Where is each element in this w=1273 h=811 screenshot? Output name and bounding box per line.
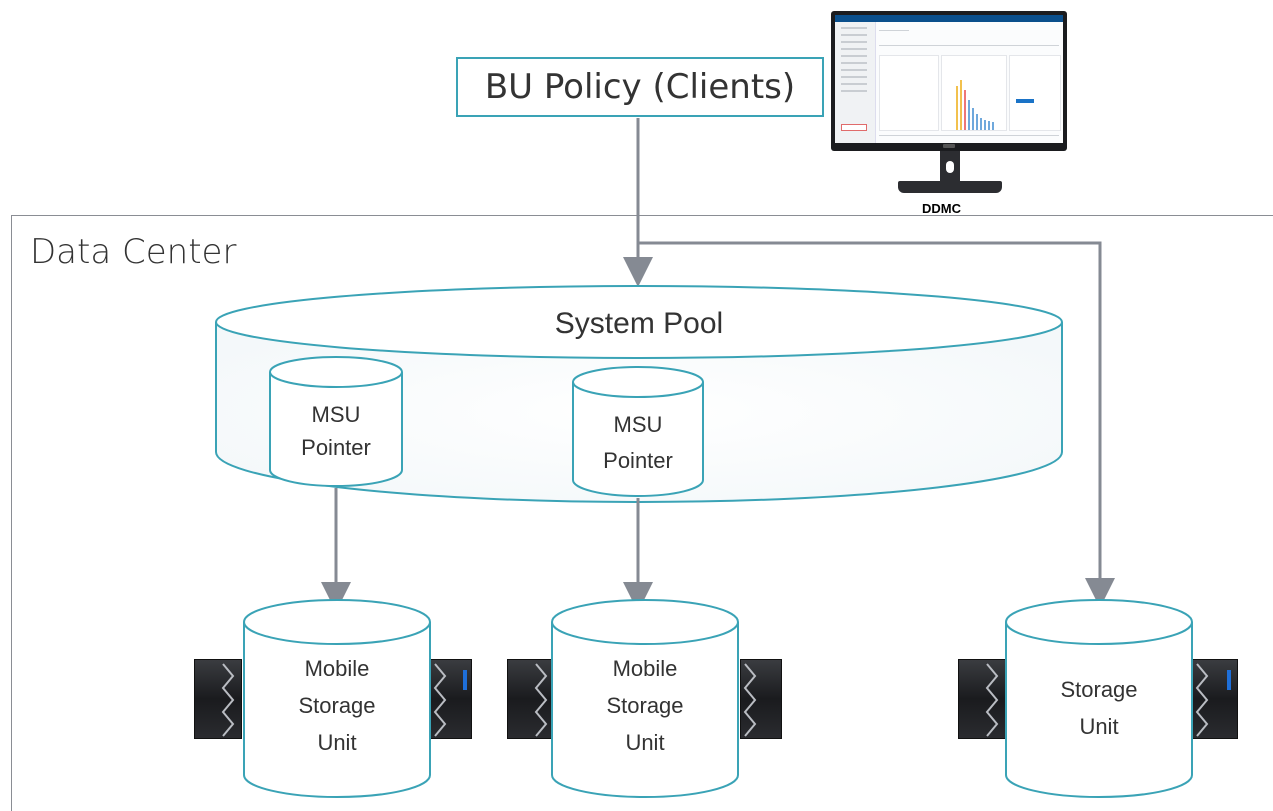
- ddmc-monitor: [831, 11, 1067, 151]
- msu-pointer-label-line1: MSU: [312, 402, 361, 427]
- msu-pointer-label-line2: Pointer: [301, 435, 371, 460]
- storage-unit-label-line2: Storage: [298, 693, 375, 718]
- bu-policy-label: BU Policy (Clients): [484, 67, 796, 107]
- ddmc-screen: [835, 15, 1063, 143]
- policy-to-storage-unit-arrow: [638, 241, 1115, 608]
- screen-panel-chart: [941, 55, 1007, 131]
- system-pool-label: System Pool: [555, 307, 723, 340]
- msu-pointer-cylinder: MSU Pointer: [572, 366, 704, 497]
- storage-unit-label-line3: Unit: [317, 730, 356, 755]
- storage-unit-label-line1: Storage: [1060, 677, 1137, 702]
- screen-panel-alerts: [1009, 55, 1061, 131]
- msu-pointer-cylinder: MSU Pointer: [269, 356, 403, 487]
- screen-topbar: [835, 15, 1063, 22]
- screen-sidebar: [835, 22, 876, 143]
- storage-unit-label-line1: Mobile: [305, 656, 370, 681]
- msu-pointer-label-line2: Pointer: [603, 448, 673, 473]
- data-center-label: Data Center: [30, 232, 237, 272]
- server-image: [740, 659, 782, 739]
- server-image: [958, 659, 1006, 739]
- monitor-logo: [943, 144, 955, 148]
- storage-unit-label-line1: Mobile: [613, 656, 678, 681]
- data-center-boundary: [11, 215, 1273, 811]
- ddmc-label: DDMC: [922, 201, 961, 216]
- screen-panel-summary: [879, 55, 939, 131]
- server-image: [194, 659, 242, 739]
- bu-policy-box: BU Policy (Clients): [456, 57, 824, 117]
- mobile-storage-unit-cylinder: Mobile Storage Unit: [243, 599, 431, 798]
- storage-unit-label-line2: Unit: [1079, 714, 1118, 739]
- server-image: [507, 659, 555, 739]
- storage-unit-label-line2: Storage: [606, 693, 683, 718]
- storage-unit-cylinder: Storage Unit: [1005, 599, 1193, 798]
- storage-unit-label-line3: Unit: [625, 730, 664, 755]
- monitor-base: [898, 181, 1002, 193]
- server-image: [430, 659, 472, 739]
- server-image: [1192, 659, 1238, 739]
- screen-button: [1016, 99, 1034, 103]
- mobile-storage-unit-cylinder: Mobile Storage Unit: [551, 599, 739, 798]
- monitor-neck: [940, 151, 960, 183]
- msu-pointer-label-line1: MSU: [614, 412, 663, 437]
